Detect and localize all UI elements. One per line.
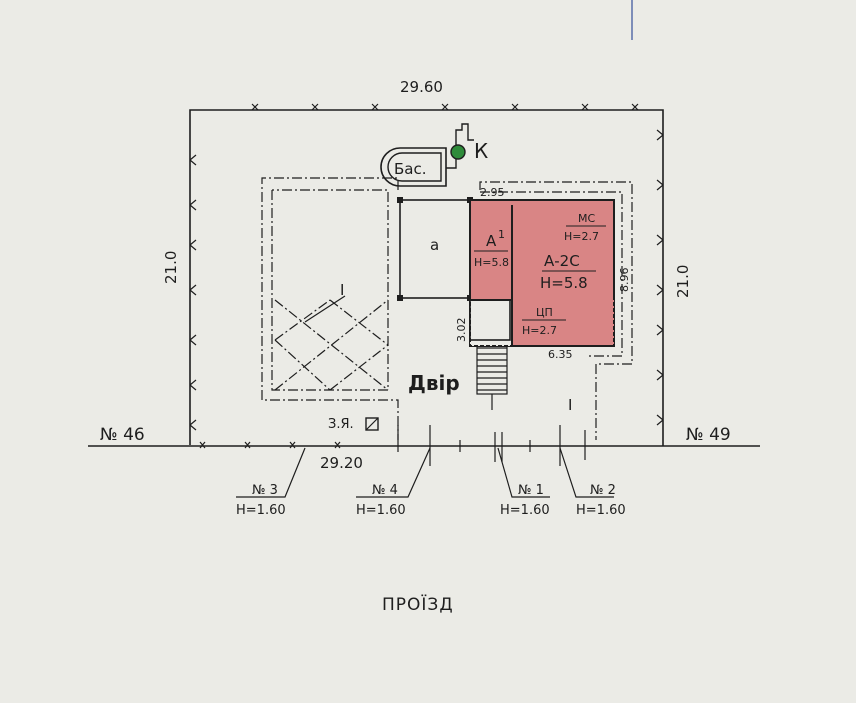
zone-left-label: I (340, 281, 344, 299)
cp-name: ЦП (536, 306, 553, 319)
main-height: Н=5.8 (540, 274, 588, 292)
shed-cross (274, 299, 389, 391)
well (446, 123, 474, 169)
street-label: ПРОЇЗД (382, 594, 454, 615)
house-dim-bottom: 6.35 (548, 348, 573, 361)
left-dimension: 21.0 (162, 251, 180, 284)
a1-height: Н=5.8 (474, 256, 509, 269)
top-dimension: 29.60 (400, 78, 443, 96)
svg-text:Н=1.60: Н=1.60 (356, 503, 406, 518)
pool-label: Бас. (394, 160, 427, 178)
svg-text:№ 4: № 4 (372, 483, 398, 498)
trash-bin (365, 417, 379, 431)
street-line (88, 425, 760, 466)
svg-text:Н=1.60: Н=1.60 (500, 503, 550, 518)
main-name: А-2С (544, 252, 580, 270)
pool (380, 147, 447, 187)
plot-boundary (189, 103, 664, 449)
zone-right-label: I (568, 396, 572, 414)
ms-name: МС (578, 212, 595, 225)
ms-height: Н=2.7 (564, 230, 599, 243)
svg-text:Н=1.60: Н=1.60 (236, 503, 286, 518)
yard-label: Двір (408, 371, 460, 395)
trash-label: З.Я. (328, 417, 354, 432)
zone-left-leader (304, 295, 346, 323)
fence-3: № 3 Н=1.60 (236, 483, 286, 518)
neighbor-left: № 46 (100, 425, 145, 445)
house-dim-right: 8.96 (618, 268, 631, 293)
main-house (469, 199, 615, 347)
well-label: К (474, 139, 488, 163)
a1-name: А (486, 232, 497, 250)
fence-leaders (236, 447, 614, 498)
building-a1-height: 3.02 (455, 318, 468, 343)
fence-4: № 4 Н=1.60 (356, 483, 406, 518)
svg-text:№ 2: № 2 (590, 483, 616, 498)
svg-text:№ 1: № 1 (518, 483, 544, 498)
house-dim-top: 2.95 (480, 186, 505, 199)
building-a-label: а (430, 236, 439, 254)
bottom-dimension: 29.20 (320, 454, 363, 472)
stairs (476, 341, 508, 410)
well-icon (450, 144, 466, 160)
fence-2: № 2 Н=1.60 (576, 483, 626, 518)
fence-1: № 1 Н=1.60 (500, 483, 550, 518)
right-dimension: 21.0 (674, 265, 692, 298)
svg-text:№ 3: № 3 (252, 483, 278, 498)
cp-height: Н=2.7 (522, 324, 557, 337)
a1-sup: 1 (498, 228, 505, 241)
svg-text:Н=1.60: Н=1.60 (576, 503, 626, 518)
neighbor-right: № 49 (686, 425, 731, 445)
